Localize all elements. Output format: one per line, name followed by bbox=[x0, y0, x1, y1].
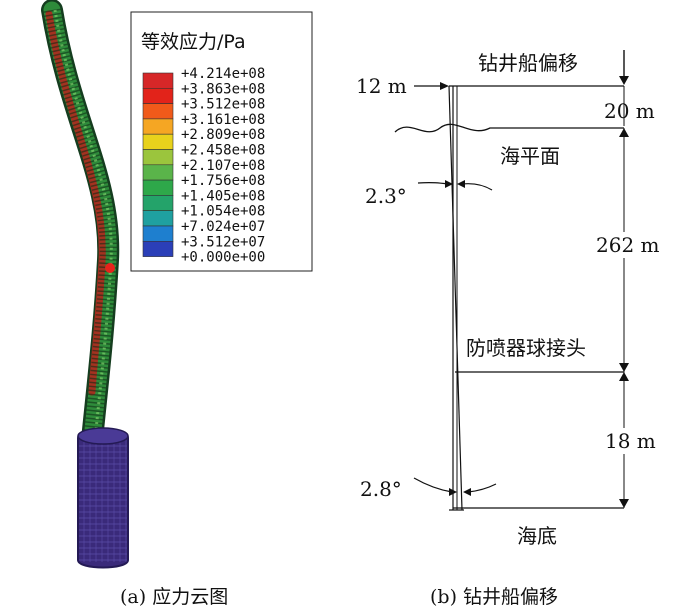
max-stress-marker bbox=[105, 263, 115, 273]
sea-level-label: 海平面 bbox=[500, 144, 560, 168]
legend-label: +2.809e+08 bbox=[181, 127, 265, 143]
dim-18m-arrow-bottom bbox=[619, 499, 629, 508]
legend-label: +2.107e+08 bbox=[181, 158, 265, 174]
legend-swatch bbox=[142, 88, 174, 104]
bop-base-model bbox=[77, 427, 129, 569]
ship-offset-label: 钻井船偏移 bbox=[478, 51, 578, 75]
angle-top-arrowhead-right bbox=[457, 180, 465, 188]
legend-swatch bbox=[142, 72, 174, 89]
h-262m-label: 262 m bbox=[596, 233, 660, 257]
riser-mesh bbox=[43, 8, 117, 441]
legend-title: 等效应力/Pa bbox=[141, 31, 246, 53]
seabed-label: 海底 bbox=[517, 524, 557, 548]
base-cylinder bbox=[77, 428, 129, 569]
legend-label: +1.054e+08 bbox=[181, 204, 265, 220]
dim-262m-label-bg bbox=[594, 232, 664, 258]
base-top bbox=[77, 427, 129, 445]
panel-a: 等效应力/Pa +4.214e+08+3.863e+08+3.512e+08+3… bbox=[41, 0, 313, 608]
riser-model bbox=[41, 0, 120, 451]
dim-262m-arrow-top bbox=[619, 128, 629, 137]
legend-label: +3.512e+08 bbox=[181, 97, 265, 113]
legend-swatch bbox=[142, 149, 174, 166]
h-18m-label: 18 m bbox=[605, 429, 656, 453]
dim-262m-arrow-bottom bbox=[619, 363, 629, 372]
offset-12m-label: 12 m bbox=[356, 74, 407, 98]
riser-mesh-light bbox=[53, 9, 113, 441]
angle-top-arc-right bbox=[461, 183, 493, 191]
dim-18m-label-bg bbox=[600, 428, 660, 454]
angle-top-arc bbox=[417, 181, 449, 185]
legend-label: +1.756e+08 bbox=[181, 173, 265, 189]
legend-swatch bbox=[142, 195, 174, 211]
legend-swatch bbox=[142, 118, 174, 135]
legend-swatch bbox=[142, 103, 174, 120]
ship-offset-arrowhead bbox=[619, 76, 629, 85]
angle-bottom-arc bbox=[413, 477, 453, 493]
legend-label: +7.024e+07 bbox=[181, 219, 265, 235]
angle-top-arrowhead-left bbox=[445, 180, 453, 188]
caption-b: (b) 钻井船偏移 bbox=[430, 586, 558, 608]
angle-bottom-label: 2.8° bbox=[360, 477, 402, 501]
legend-swatch bbox=[142, 133, 174, 150]
legend-label: +3.512e+07 bbox=[181, 234, 265, 250]
sea-level-wave bbox=[394, 123, 624, 133]
dim-18m-arrow-top bbox=[619, 372, 629, 381]
caption-a: (a) 应力云图 bbox=[120, 586, 228, 608]
angle-bottom-arrowhead-left bbox=[449, 488, 457, 496]
stress-legend: 等效应力/Pa +4.214e+08+3.863e+08+3.512e+08+3… bbox=[130, 11, 313, 272]
legend-label: +2.458e+08 bbox=[181, 143, 265, 159]
legend-label: +4.214e+08 bbox=[181, 66, 265, 82]
legend-swatch bbox=[142, 179, 174, 196]
base-mesh bbox=[79, 440, 127, 562]
legend-label: +0.000e+00 bbox=[181, 250, 265, 266]
legend-swatch bbox=[142, 241, 174, 257]
legend-swatch bbox=[142, 164, 174, 181]
bop-joint-label: 防喷器球接头 bbox=[466, 336, 586, 360]
legend-label: +3.863e+08 bbox=[181, 81, 265, 97]
legend-swatches bbox=[142, 72, 174, 257]
riser-line-inclined bbox=[448, 85, 463, 511]
angle-bottom-arrowhead-right bbox=[463, 488, 471, 496]
panel-b: 钻井船偏移 12 m 20 m 海平面 2.3° 262 m 防喷器球接头 bbox=[356, 50, 664, 608]
legend-swatch bbox=[142, 210, 174, 227]
legend-swatch bbox=[142, 225, 174, 242]
angle-top-label: 2.3° bbox=[365, 184, 407, 208]
legend-label: +1.405e+08 bbox=[181, 188, 265, 204]
legend-labels: +4.214e+08+3.863e+08+3.512e+08+3.161e+08… bbox=[181, 66, 265, 266]
legend-label: +3.161e+08 bbox=[181, 112, 265, 128]
h-20m-label: 20 m bbox=[604, 99, 655, 123]
offset-12m-arrowhead bbox=[440, 82, 449, 90]
angle-bottom-arc-right bbox=[467, 483, 497, 493]
